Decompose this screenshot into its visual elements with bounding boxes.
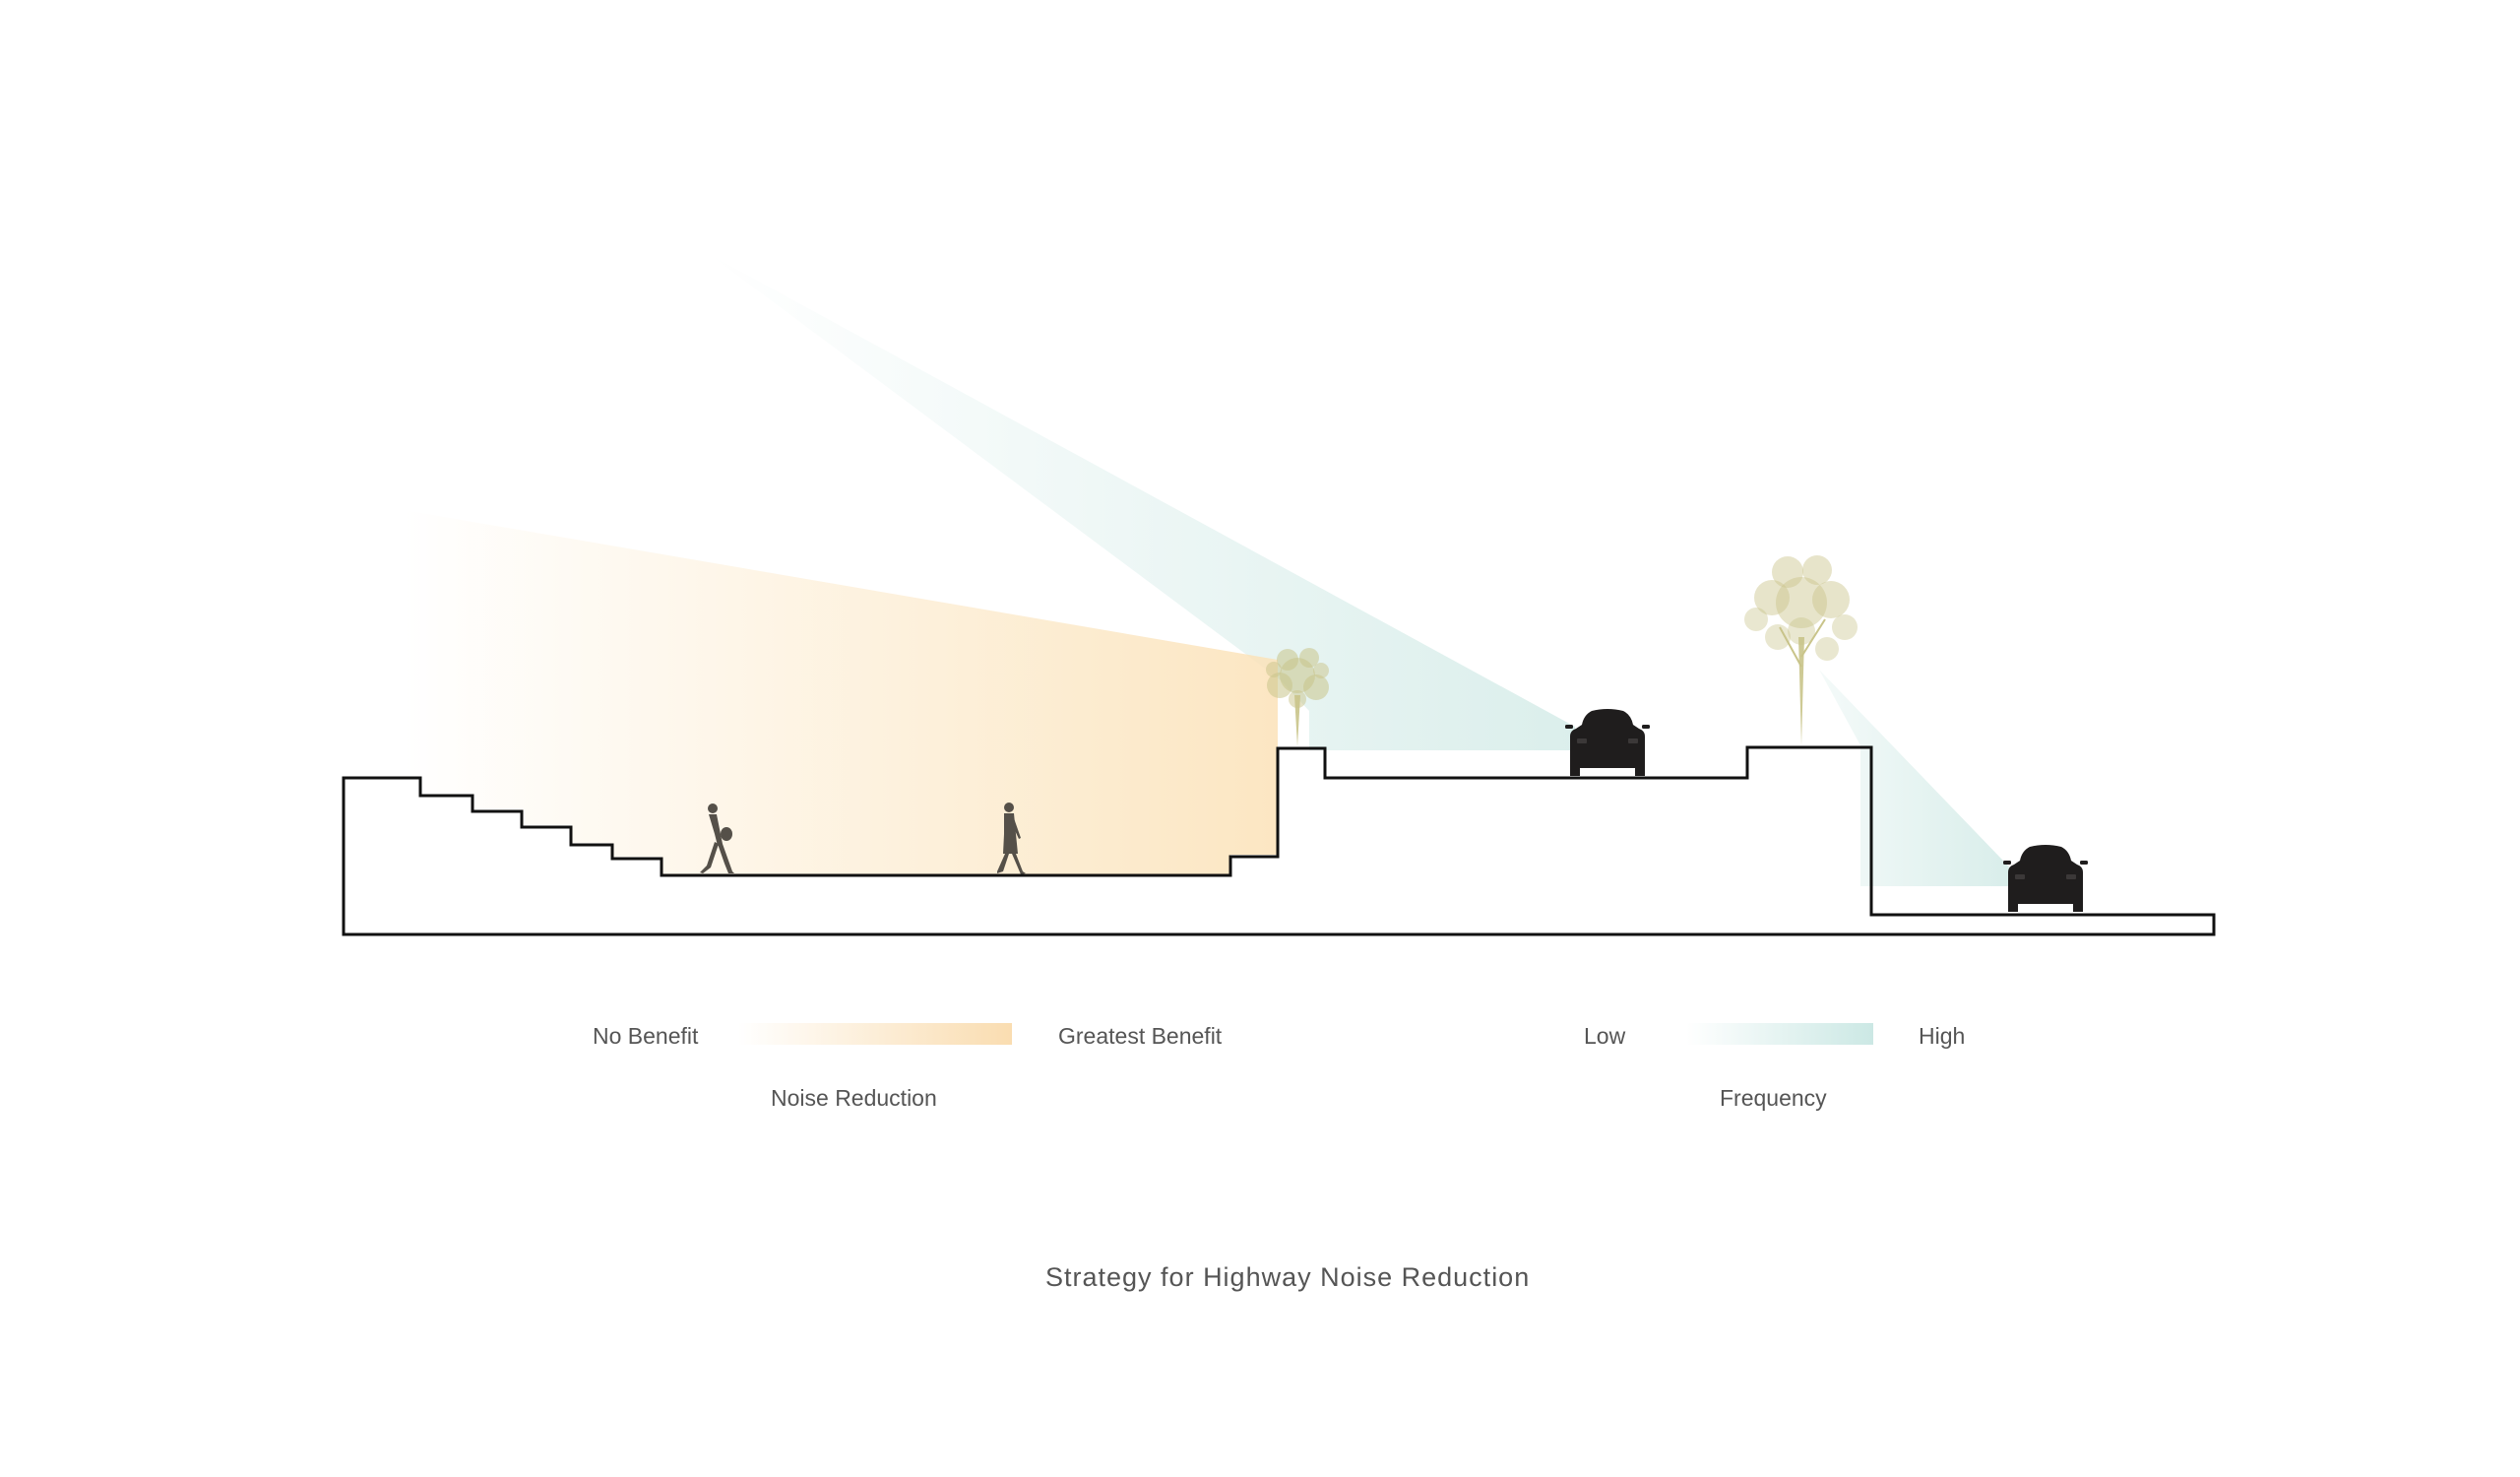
car-icon <box>2003 845 2088 912</box>
frequency-legend-gradient-bar <box>1686 1023 1873 1045</box>
frequency-legend-high-label: High <box>1919 1023 1966 1049</box>
pedestrian-icon <box>997 803 1026 874</box>
frequency-field-large <box>709 254 1575 750</box>
frequency-legend-low-label: Low <box>1584 1023 1626 1049</box>
car-icon <box>1565 709 1650 776</box>
pedestrian-icon <box>700 803 734 873</box>
tree-icon <box>1743 554 1858 746</box>
diagram-caption: Strategy for Highway Noise Reduction <box>1045 1262 1531 1292</box>
frequency-legend-title: Frequency <box>1720 1085 1827 1111</box>
site-section-outline <box>342 745 2216 936</box>
noise-reduction-field <box>404 510 1278 874</box>
noise-legend-title: Noise Reduction <box>771 1085 937 1111</box>
noise-legend-gradient-bar <box>738 1023 1012 1045</box>
frequency-field-small <box>1819 670 2028 886</box>
noise-legend-high-label: Greatest Benefit <box>1058 1023 1223 1049</box>
noise-legend-low-label: No Benefit <box>593 1023 699 1049</box>
